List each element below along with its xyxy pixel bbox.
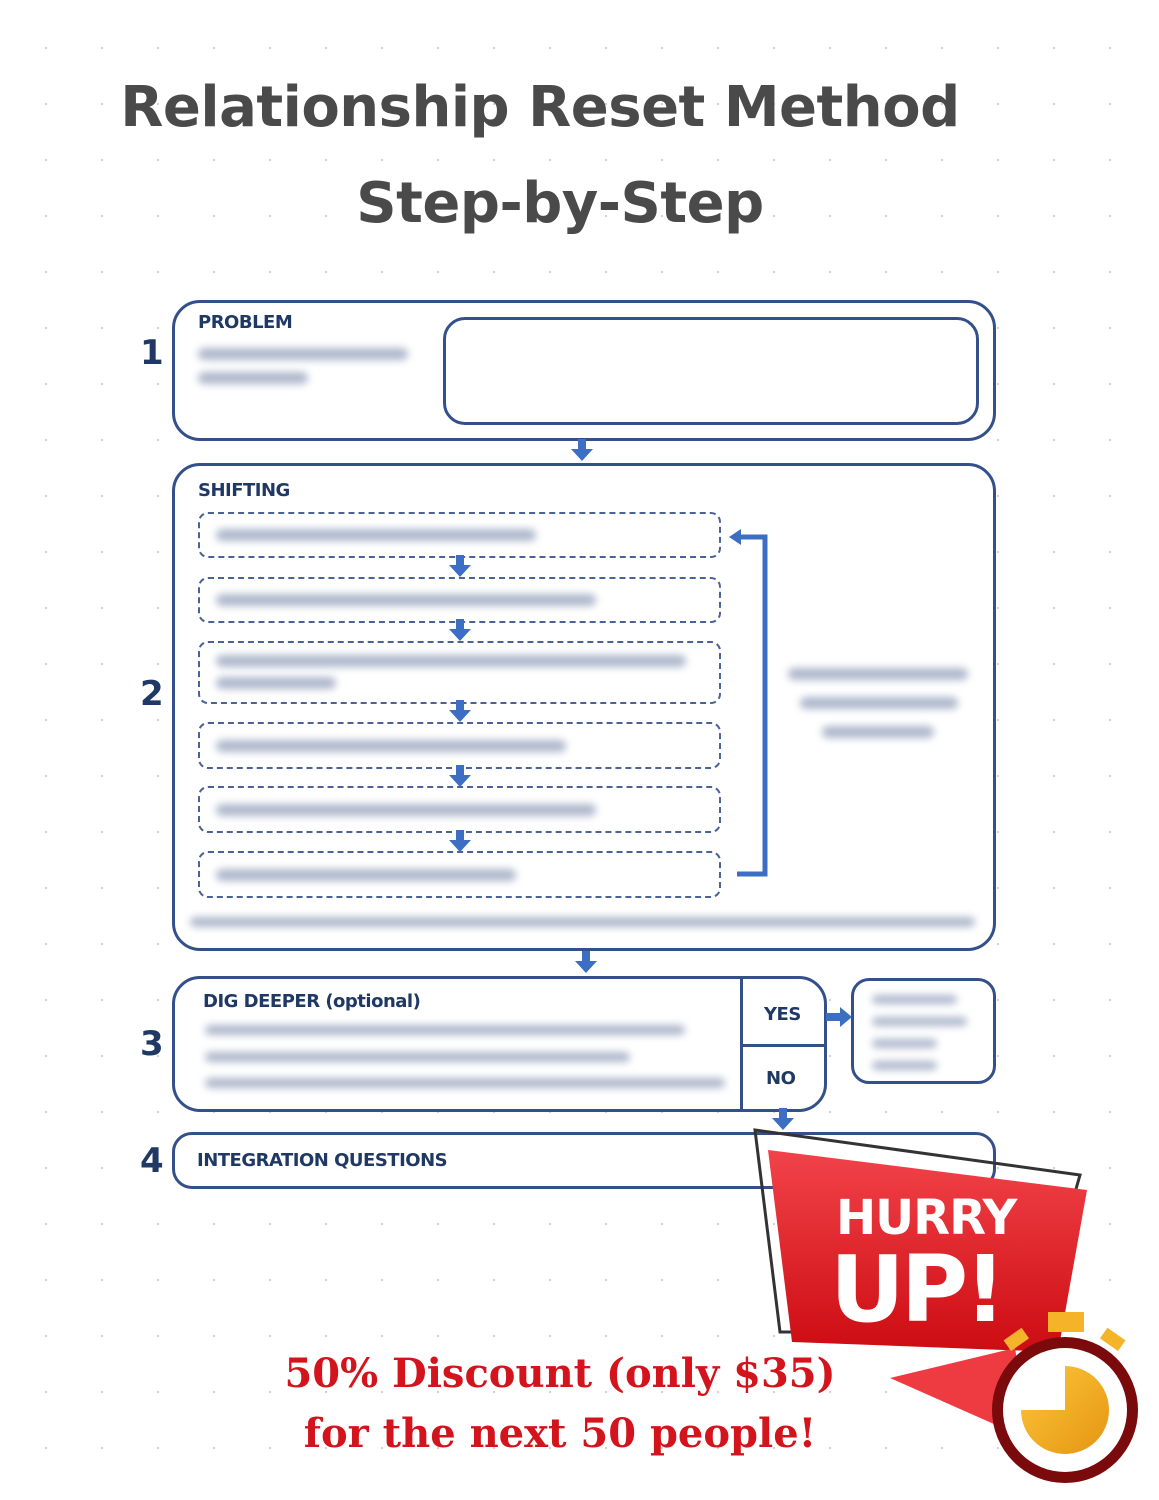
repeat-loop-arrow-icon: [729, 529, 768, 877]
divider: [742, 1044, 826, 1047]
shifting-step: [198, 786, 721, 833]
down-arrow-icon: [571, 439, 593, 461]
step-number-2: 2: [140, 674, 164, 714]
blurred-text: [190, 917, 975, 927]
shifting-step: [198, 722, 721, 769]
blurred-text: [788, 668, 968, 680]
down-arrow-icon: [575, 951, 597, 973]
blurred-text: [205, 1025, 685, 1035]
hurry-up-badge: [753, 1128, 1138, 1483]
shifting-label: SHIFTING: [198, 480, 290, 501]
blurred-text: [198, 348, 408, 360]
integration-label: INTEGRATION QUESTIONS: [197, 1150, 448, 1171]
blurred-text: [205, 1052, 630, 1062]
page-title: Relationship Reset Method: [120, 75, 960, 140]
divider: [740, 977, 743, 1111]
dig-deeper-label: DIG DEEPER (optional): [203, 991, 421, 1012]
integration-box: [172, 1132, 996, 1189]
no-label: NO: [766, 1068, 796, 1089]
right-arrow-icon: [826, 1007, 852, 1027]
problem-label: PROBLEM: [198, 312, 293, 333]
blurred-text: [800, 697, 958, 709]
blurred-text: [205, 1078, 725, 1088]
yes-result-box: [851, 978, 996, 1084]
dig-deeper-box: [172, 976, 827, 1112]
problem-answer-box: [443, 317, 979, 425]
step-number-3: 3: [140, 1024, 164, 1064]
page-subtitle: Step-by-Step: [356, 171, 764, 236]
blurred-text: [198, 372, 308, 384]
discount-text: 50% Discount (only $35): [284, 1350, 836, 1397]
shifting-step: [198, 851, 721, 898]
down-arrow-icon: [449, 830, 471, 852]
yes-label: YES: [764, 1004, 801, 1025]
limited-offer-text: for the next 50 people!: [303, 1410, 817, 1457]
badge-hurry-text: HURRY: [836, 1190, 1017, 1246]
step-number-1: 1: [140, 333, 164, 373]
shifting-step: [198, 577, 721, 623]
badge-up-text: UP!: [830, 1236, 1006, 1343]
down-arrow-icon: [449, 700, 471, 722]
shifting-step: [198, 641, 721, 704]
down-arrow-icon: [449, 555, 471, 577]
blurred-text: [822, 726, 934, 738]
down-arrow-icon: [772, 1108, 794, 1130]
step-number-4: 4: [140, 1141, 164, 1181]
down-arrow-icon: [449, 619, 471, 641]
down-arrow-icon: [449, 765, 471, 787]
shifting-step: [198, 512, 721, 558]
